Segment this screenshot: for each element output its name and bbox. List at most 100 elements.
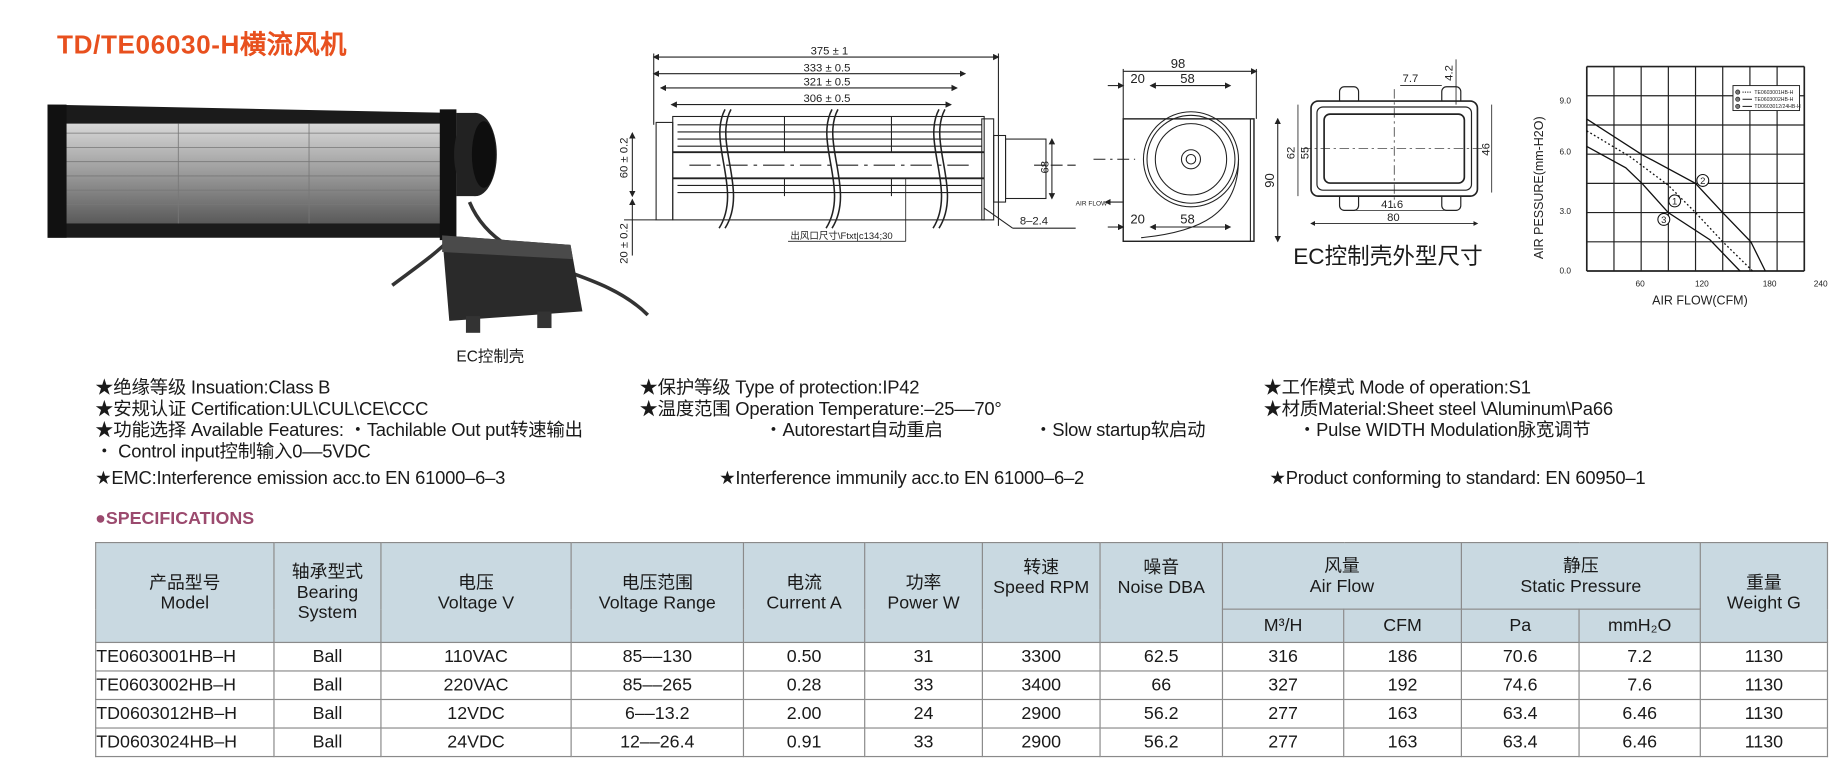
cell-noise: 56.2 xyxy=(1099,727,1224,758)
svg-text:98: 98 xyxy=(1171,56,1186,71)
series-line xyxy=(1586,130,1754,272)
cell-airflow-m3h: 327 xyxy=(1221,670,1345,701)
cell-speed: 2900 xyxy=(981,727,1101,758)
feature-protection: ★保护等级 Type of protection:IP42 xyxy=(639,377,920,399)
series-marker xyxy=(1696,173,1710,187)
cell-voltage-range: 85––265 xyxy=(570,670,745,701)
cell-power: 24 xyxy=(864,698,983,729)
cell-power: 31 xyxy=(864,641,983,672)
cell-bearing: Ball xyxy=(273,670,382,701)
cell-model: TE0603001HB–H xyxy=(95,641,275,672)
header-pa: Pa xyxy=(1460,608,1580,644)
header-cfm: CFM xyxy=(1343,608,1462,644)
legend-label: TE0603002HB-H xyxy=(1754,97,1793,103)
series-marker xyxy=(1657,212,1671,226)
feature-available: ★功能选择 Available Features: ・Tachilable Ou… xyxy=(95,420,583,441)
svg-text:333 ± 0.5: 333 ± 0.5 xyxy=(803,62,850,74)
header-m3h: M³/H xyxy=(1221,608,1345,644)
cell-power: 33 xyxy=(864,670,983,701)
svg-text:41.6: 41.6 xyxy=(1381,199,1403,211)
cell-current: 0.28 xyxy=(742,670,866,701)
legend-marker xyxy=(1735,89,1741,95)
cell-current: 0.50 xyxy=(742,641,866,672)
chart-series: 123 xyxy=(1586,118,1766,272)
y-tick: 6.0 xyxy=(1559,147,1571,157)
cell-airflow-m3h: 316 xyxy=(1221,641,1345,672)
cell-bearing: Ball xyxy=(273,727,382,758)
series-line xyxy=(1586,118,1766,272)
feature-emc-emission: ★EMC:Interference emission acc.to EN 610… xyxy=(95,468,506,489)
legend-marker xyxy=(1735,96,1741,102)
y-axis-label: AIR PESSURE(mm-H2O) xyxy=(1532,116,1546,259)
cell-pressure-mmh2o: 7.2 xyxy=(1578,641,1701,672)
page-title: TD/TE06030-H横流风机 xyxy=(57,29,348,60)
svg-text:20: 20 xyxy=(1130,211,1145,226)
airflow-pressure-chart: 123 TE0603001HB-HTE0603002HB-HTD0603012/… xyxy=(1532,65,1828,307)
ec-box-dimensions: 7.7 4.2 62 55 46 41.6 80 xyxy=(1285,65,1492,224)
cell-weight: 1130 xyxy=(1699,670,1829,701)
feature-mode: ★工作模式 Mode of operation:S1 xyxy=(1263,377,1531,399)
cell-voltage-range: 85––130 xyxy=(570,641,745,672)
cell-airflow-m3h: 277 xyxy=(1221,698,1345,729)
x-tick: 120 xyxy=(1695,278,1709,288)
svg-text:55: 55 xyxy=(1300,147,1312,160)
svg-text:4.2: 4.2 xyxy=(1443,65,1455,81)
svg-text:AIR FLOW: AIR FLOW xyxy=(1076,201,1108,208)
cell-speed: 3400 xyxy=(981,670,1101,701)
cell-pressure-pa: 74.6 xyxy=(1460,670,1580,701)
cell-voltage: 110VAC xyxy=(380,641,572,672)
svg-text:68: 68 xyxy=(1039,161,1051,174)
cell-speed: 3300 xyxy=(981,641,1101,672)
header-mmh2o: mmH₂O xyxy=(1578,608,1701,644)
svg-text:80: 80 xyxy=(1387,212,1400,224)
legend-label: TD0603012/24HB-H xyxy=(1754,104,1801,110)
feature-autorestart: ・Autorestart自动重启 xyxy=(764,420,943,441)
legend-label: TE0603001HB-H xyxy=(1754,90,1793,96)
x-tick: 180 xyxy=(1763,278,1777,288)
cell-model: TD0603012HB–H xyxy=(95,698,275,729)
svg-text:60 ± 0.2: 60 ± 0.2 xyxy=(619,138,631,179)
front-view-drawing xyxy=(624,53,1076,256)
side-view-drawing xyxy=(1093,68,1281,243)
series-marker-label: 2 xyxy=(1700,176,1705,187)
cell-noise: 66 xyxy=(1099,670,1224,701)
feature-emc-immunity: ★Interference immunily acc.to EN 61000–6… xyxy=(719,468,1085,489)
svg-text:90: 90 xyxy=(1262,173,1277,188)
side-view-dimensions: 98 20 58 90 20 58 AIR FLOW xyxy=(1076,56,1277,227)
cell-bearing: Ball xyxy=(273,698,382,729)
ec-box-photo-caption: EC控制壳 xyxy=(456,347,525,365)
svg-text:7.7: 7.7 xyxy=(1403,73,1419,85)
cell-pressure-pa: 63.4 xyxy=(1460,698,1580,729)
svg-text:321 ± 0.5: 321 ± 0.5 xyxy=(803,77,850,89)
legend-marker xyxy=(1735,103,1741,109)
cell-airflow-cfm: 163 xyxy=(1343,698,1462,729)
svg-text:8–2.4: 8–2.4 xyxy=(1020,216,1048,228)
svg-text:20 ± 0.2: 20 ± 0.2 xyxy=(619,223,631,264)
series-line xyxy=(1586,145,1741,272)
cell-voltage-range: 6––13.2 xyxy=(570,698,745,729)
svg-text:58: 58 xyxy=(1180,211,1195,226)
cell-pressure-pa: 70.6 xyxy=(1460,641,1580,672)
feature-control-input: ・ Control input控制输入0––5VDC xyxy=(95,442,371,463)
cell-weight: 1130 xyxy=(1699,727,1829,758)
chart-legend: TE0603001HB-HTE0603002HB-HTD0603012/24HB… xyxy=(1732,85,1801,112)
x-tick: 240 xyxy=(1814,278,1828,288)
svg-text:306 ± 0.5: 306 ± 0.5 xyxy=(803,93,850,105)
cell-pressure-mmh2o: 6.46 xyxy=(1578,727,1701,758)
cell-weight: 1130 xyxy=(1699,641,1829,672)
feature-material: ★材质Material:Sheet steel \Aluminum\Pa66 xyxy=(1263,399,1613,420)
cell-model: TD0603024HB–H xyxy=(95,727,275,758)
feature-pwm: ・Pulse WIDTH Modulation脉宽调节 xyxy=(1297,420,1591,441)
svg-text:20: 20 xyxy=(1130,71,1145,86)
cell-voltage: 24VDC xyxy=(380,727,572,758)
series-marker xyxy=(1668,194,1682,208)
